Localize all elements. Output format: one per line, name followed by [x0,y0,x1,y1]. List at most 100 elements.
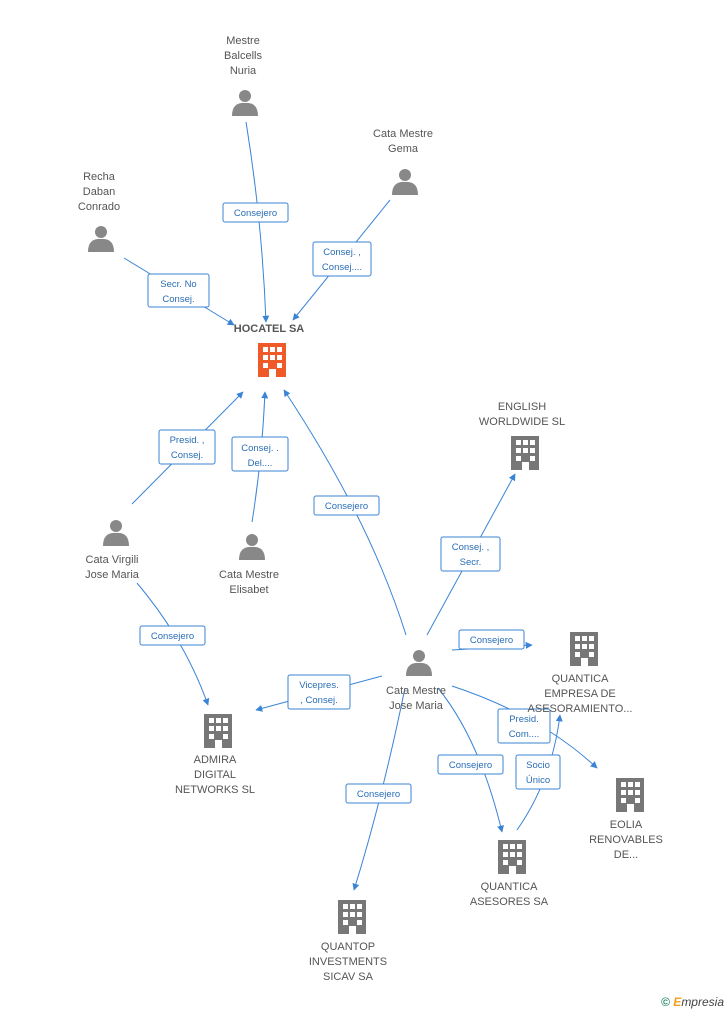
badge-jose-eolia[interactable]: Presid. Com.... [497,708,551,744]
svg-text:Secr.: Secr. [460,557,482,568]
svg-text:WORLDWIDE SL: WORLDWIDE SL [479,416,565,428]
person-icon [88,226,114,252]
edge-badges: Consejero Consej. , Consej.... Secr. No … [139,202,561,804]
building-icon [258,343,286,377]
svg-text:QUANTICA: QUANTICA [552,673,610,685]
node-eolia[interactable]: EOLIA RENOVABLES DE... [589,778,663,861]
svg-text:Consej.: Consej. [171,450,203,461]
svg-text:INVESTMENTS: INVESTMENTS [309,956,387,968]
building-icon [338,900,366,934]
svg-text:Gema: Gema [388,143,419,155]
svg-text:Nuria: Nuria [230,65,257,77]
svg-text:Vicepres.: Vicepres. [299,680,338,691]
badge-recha-hocatel[interactable]: Secr. No Consej. [147,273,210,308]
svg-text:Consejero: Consejero [325,501,368,512]
svg-text:Mestre: Mestre [226,35,260,47]
svg-text:Balcells: Balcells [224,50,262,62]
svg-text:RENOVABLES: RENOVABLES [589,834,663,846]
svg-text:QUANTICA: QUANTICA [481,881,539,893]
person-icon [239,534,265,560]
svg-text:Daban: Daban [83,186,115,198]
svg-text:Cata Mestre: Cata Mestre [219,569,279,581]
svg-text:Cata Mestre: Cata Mestre [373,128,433,140]
svg-text:SICAV SA: SICAV SA [323,971,374,983]
badge-virgili-admira[interactable]: Consejero [139,625,206,646]
svg-text:ADMIRA: ADMIRA [194,754,237,766]
svg-text:ASESORAMIENTO...: ASESORAMIENTO... [528,703,633,715]
node-recha[interactable]: Recha Daban Conrado [78,171,120,252]
svg-text:Consejero: Consejero [151,631,194,642]
person-icon [232,90,258,116]
svg-text:Consej. ,: Consej. , [452,542,490,553]
svg-text:Del....: Del.... [248,458,273,469]
svg-text:EOLIA: EOLIA [610,819,643,831]
svg-text:ENGLISH: ENGLISH [498,401,546,413]
svg-text:Cata Mestre: Cata Mestre [386,685,446,697]
svg-text:Consej. ,: Consej. , [323,247,361,258]
svg-text:Consejero: Consejero [470,635,513,646]
svg-text:, Consej.: , Consej. [300,695,338,706]
svg-text:Presid.: Presid. [509,714,539,725]
svg-text:Jose Maria: Jose Maria [85,569,140,581]
person-icon [392,169,418,195]
svg-text:Secr. No: Secr. No [160,279,196,290]
brand-footer: © Empresia [661,995,724,1009]
svg-text:Recha: Recha [83,171,116,183]
svg-text:Socio: Socio [526,760,550,771]
svg-text:HOCATEL SA: HOCATEL SA [234,323,305,335]
svg-text:EMPRESA DE: EMPRESA DE [544,688,616,700]
badge-jose-quantop[interactable]: Consejero [345,783,412,804]
badge-gema-hocatel[interactable]: Consej. , Consej.... [312,241,372,277]
svg-text:NETWORKS SL: NETWORKS SL [175,784,255,796]
svg-text:Presid. ,: Presid. , [170,435,205,446]
badge-jose-hocatel[interactable]: Consejero [313,495,380,516]
brand-logo[interactable]: Empresia [673,995,724,1009]
badge-jose-quantica-empresa[interactable]: Consejero [458,629,525,650]
node-cata-jose[interactable]: Cata Mestre Jose Maria [386,650,446,712]
svg-text:DE...: DE... [614,849,638,861]
edge-jose-quantica-asesores[interactable] [437,687,504,833]
copyright-icon: © [661,995,670,1009]
svg-text:Consej....: Consej.... [322,262,362,273]
badge-jose-quantica-asesores[interactable]: Consejero [437,754,504,775]
building-icon [616,778,644,812]
svg-text:Elisabet: Elisabet [229,584,268,596]
building-icon [511,436,539,470]
svg-text:Consej.: Consej. [162,294,194,305]
node-cata-elisabet[interactable]: Cata Mestre Elisabet [219,534,279,596]
node-cata-virgili[interactable]: Cata Virgili Jose Maria [85,520,140,581]
badge-jose-english[interactable]: Consej. , Secr. [440,536,501,572]
node-hocatel[interactable]: HOCATEL SA [234,323,305,377]
badge-balcells-hocatel[interactable]: Consejero [222,202,289,223]
node-quantica-asesores[interactable]: QUANTICA ASESORES SA [470,840,549,908]
node-mestre-balcells[interactable]: Mestre Balcells Nuria [224,35,262,116]
svg-text:Com....: Com.... [509,729,540,740]
svg-text:DIGITAL: DIGITAL [194,769,236,781]
svg-text:Consej. .: Consej. . [241,443,279,454]
svg-text:QUANTOP: QUANTOP [321,941,375,953]
node-quantica-empresa[interactable]: QUANTICA EMPRESA DE ASESORAMIENTO... [528,632,633,715]
svg-text:Conrado: Conrado [78,201,120,213]
svg-text:ASESORES SA: ASESORES SA [470,896,549,908]
building-icon [204,714,232,748]
node-admira[interactable]: ADMIRA DIGITAL NETWORKS SL [175,714,255,796]
svg-text:Consejero: Consejero [357,789,400,800]
person-icon [406,650,432,676]
building-icon [570,632,598,666]
node-english[interactable]: ENGLISH WORLDWIDE SL [479,401,565,470]
svg-text:Consejero: Consejero [234,208,277,219]
node-cata-gema[interactable]: Cata Mestre Gema [373,128,433,195]
badge-jose-admira[interactable]: Vicepres. , Consej. [287,674,351,710]
svg-text:Consejero: Consejero [449,760,492,771]
edge-jose-hocatel[interactable] [283,389,407,636]
svg-text:Único: Único [526,775,550,786]
svg-text:Cata Virgili: Cata Virgili [86,554,139,566]
badge-virgili-hocatel[interactable]: Presid. , Consej. [158,429,216,465]
badge-elisabet-hocatel[interactable]: Consej. . Del.... [231,436,289,472]
person-icon [103,520,129,546]
building-icon [498,840,526,874]
node-quantop[interactable]: QUANTOP INVESTMENTS SICAV SA [309,900,387,983]
badge-asesores-quantica-empresa[interactable]: Socio Único [515,754,561,790]
svg-text:Jose Maria: Jose Maria [389,700,444,712]
